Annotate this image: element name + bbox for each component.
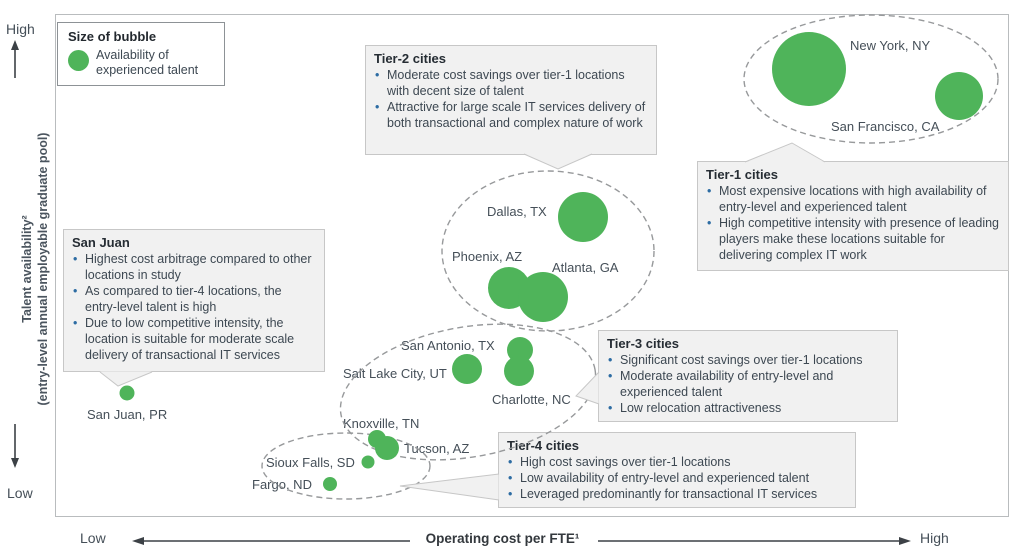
city-label-salt-lake-city: Salt Lake City, UT (343, 366, 447, 381)
city-label-charlotte: Charlotte, NC (492, 392, 571, 407)
x-axis-left-arrow-head (132, 537, 144, 545)
callout-tier1-bullet: High competitive intensity with presence… (706, 215, 1000, 263)
y-axis-low-label: Low (7, 485, 33, 501)
city-label-tucson: Tucson, AZ (404, 441, 470, 456)
callout-tier1: Tier-1 cities Most expensive locations w… (697, 161, 1009, 271)
callout-san-juan-bullet: Due to low competitive intensity, the lo… (72, 315, 316, 363)
callout-tier4: Tier-4 cities High cost savings over tie… (498, 432, 856, 508)
x-axis-high-label: High (920, 530, 949, 546)
callout-tier3-bullet: Low relocation attractiveness (607, 400, 889, 416)
legend-box: Size of bubble Availability of experienc… (57, 22, 225, 86)
y-axis-title-line1: Talent availability² (20, 215, 34, 323)
callout-tier3: Tier-3 cities Significant cost savings o… (598, 330, 898, 422)
city-label-dallas: Dallas, TX (487, 204, 547, 219)
callout-san-juan-title: San Juan (72, 235, 130, 250)
callout-san-juan-bullet: Highest cost arbitrage compared to other… (72, 251, 316, 283)
x-axis-low-label: Low (80, 530, 106, 546)
legend-title: Size of bubble (68, 29, 157, 44)
legend-item-label: Availability of experienced talent (96, 48, 199, 77)
city-label-san-juan: San Juan, PR (87, 407, 168, 422)
callout-tier3-bullet: Moderate availability of entry-level and… (607, 368, 889, 400)
callout-tier4-title: Tier-4 cities (507, 438, 580, 453)
callout-tier2-bullet: Moderate cost savings over tier-1 locati… (374, 67, 648, 99)
y-axis-title-line2: (entry-level annual employable graduate … (36, 132, 50, 406)
callout-tier3-title: Tier-3 cities (607, 336, 680, 351)
city-label-knoxville: Knoxville, TN (343, 416, 420, 431)
y-axis-up-arrow-head (11, 40, 19, 50)
callout-tier2-bullet: Attractive for large scale IT services d… (374, 99, 648, 131)
x-axis-title: Operating cost per FTE¹ (425, 531, 580, 546)
callout-tier3-bullet: Significant cost savings over tier-1 loc… (607, 352, 889, 368)
y-axis-title: Talent availability² (entry-level annual… (19, 119, 53, 419)
city-label-fargo: Fargo, ND (252, 477, 312, 492)
city-label-atlanta: Atlanta, GA (552, 260, 619, 275)
callout-san-juan-bullet: As compared to tier-4 locations, the ent… (72, 283, 316, 315)
callout-san-juan: San Juan Highest cost arbitrage compared… (63, 229, 325, 372)
city-label-sioux-falls: Sioux Falls, SD (266, 455, 355, 470)
callout-tier2-title: Tier-2 cities (374, 51, 447, 66)
callout-tier1-bullet: Most expensive locations with high avail… (706, 183, 1000, 215)
callout-tier4-bullet: High cost savings over tier-1 locations (507, 454, 847, 470)
callout-tier2: Tier-2 cities Moderate cost savings over… (365, 45, 657, 155)
city-label-new-york: New York, NY (850, 38, 931, 53)
city-label-phoenix: Phoenix, AZ (452, 249, 523, 264)
x-axis-right-arrow-head (899, 537, 911, 545)
y-axis-high-label: High (6, 21, 35, 37)
city-label-san-antonio: San Antonio, TX (401, 338, 495, 353)
callout-tier4-bullet: Leveraged predominantly for transactiona… (507, 486, 847, 502)
y-axis-down-arrow-head (11, 458, 19, 468)
callout-tier4-bullet: Low availability of entry-level and expe… (507, 470, 847, 486)
legend-bubble-icon (68, 50, 89, 71)
city-label-san-francisco: San Francisco, CA (831, 119, 940, 134)
callout-tier1-title: Tier-1 cities (706, 167, 779, 182)
